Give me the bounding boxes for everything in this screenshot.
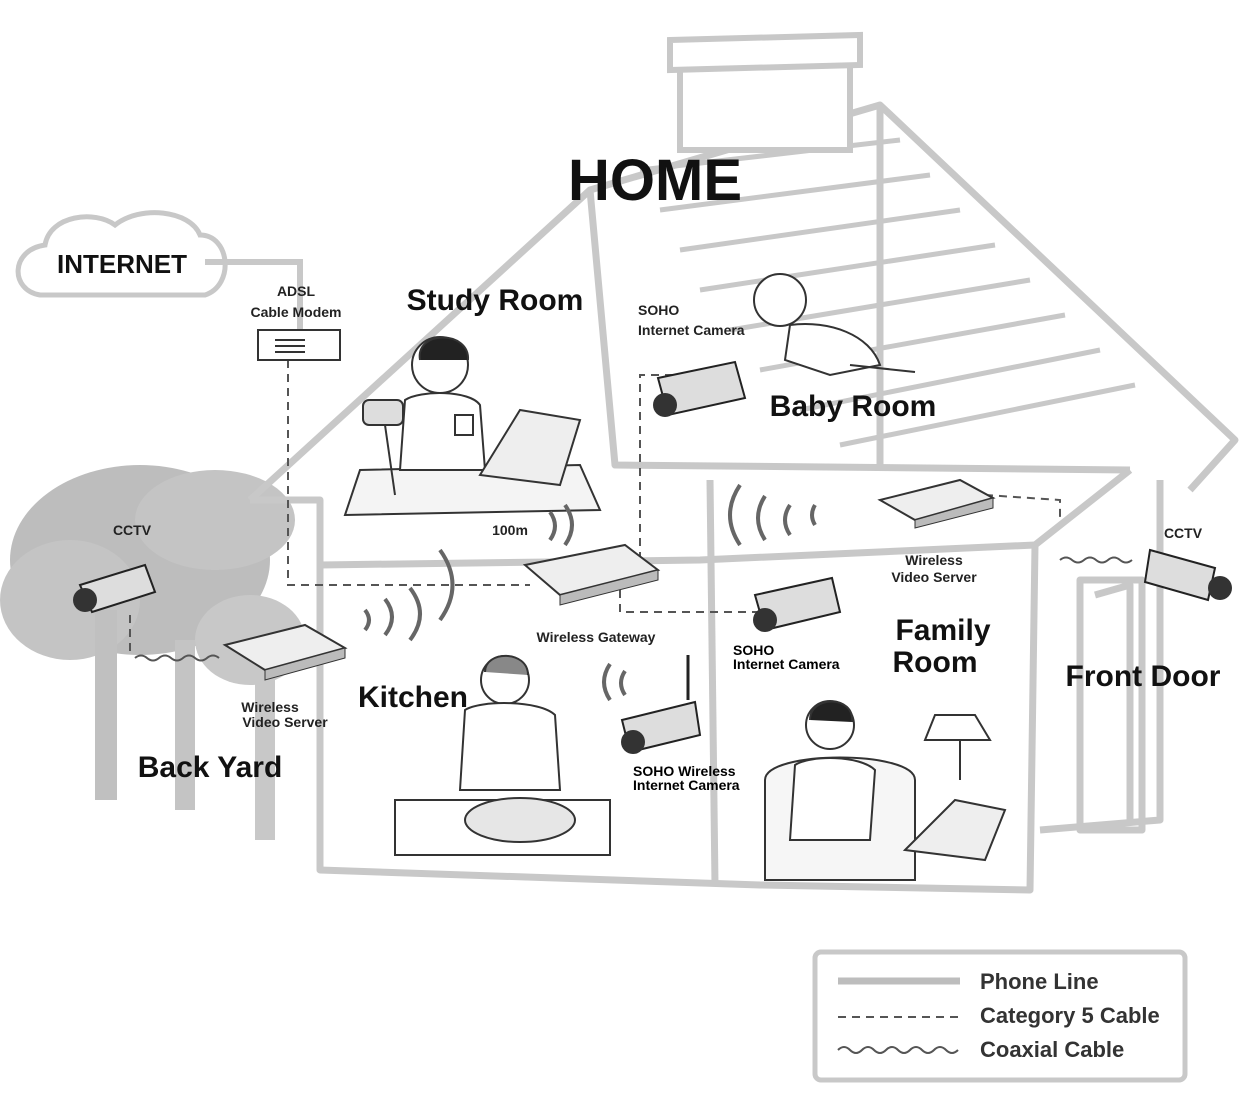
study-room-scene (343, 336, 602, 517)
room-label-family-1: Family (895, 614, 990, 647)
cctv-right-label: CCTV (1164, 525, 1203, 541)
legend: Phone Line Category 5 Cable Coaxial Cabl… (812, 949, 1188, 1083)
soho-wireless-camera (620, 655, 702, 754)
wireless-video-server-right (877, 478, 996, 529)
kitchen-scene (394, 654, 611, 856)
cctv-camera-left (73, 563, 157, 614)
legend-coax-label: Coaxial Cable (980, 1037, 1124, 1062)
baby-figure (753, 273, 916, 377)
cctv-camera-right (1143, 548, 1232, 602)
modem-label-1: ADSL (277, 283, 316, 299)
gateway-label: Wireless Gateway (537, 629, 656, 645)
soho-wireless-label-1: SOHO Wireless (633, 763, 736, 779)
legend-phone-label: Phone Line (980, 969, 1099, 994)
diagram-title: HOME (568, 148, 742, 213)
internet-label: INTERNET (57, 249, 187, 279)
cat5-cables (129, 360, 1061, 655)
coaxial-cables (134, 556, 1133, 662)
room-label-study: Study Room (407, 284, 584, 317)
internet-cloud: INTERNET (15, 210, 228, 298)
cctv-left-label: CCTV (113, 522, 152, 538)
room-label-baby: Baby Room (770, 390, 937, 423)
wvs-left-label-1: Wireless (241, 699, 299, 715)
house-outline (247, 101, 1239, 894)
wireless-video-server-left (222, 623, 348, 681)
soho-wireless-label-2: Internet Camera (633, 777, 740, 793)
room-label-kitchen: Kitchen (358, 681, 468, 714)
soho-baby-label-2: Internet Camera (638, 322, 745, 338)
soho-family-label-2: Internet Camera (733, 656, 840, 672)
wvs-left-label-2: Video Server (242, 714, 328, 730)
speed-label: 100m (492, 522, 528, 538)
soho-camera-baby-room (653, 360, 747, 417)
family-room-scene (764, 700, 1007, 881)
wireless-waves (363, 483, 817, 702)
soho-family-label-1: SOHO (733, 642, 774, 658)
legend-cat5-label: Category 5 Cable (980, 1003, 1160, 1028)
room-label-family-2: Room (893, 646, 978, 679)
wvs-right-label-1: Wireless (905, 552, 963, 568)
chimney (667, 31, 863, 153)
legend-coax-swatch (837, 1046, 959, 1054)
phone-line (205, 259, 303, 330)
soho-baby-label-1: SOHO (638, 302, 679, 318)
wvs-right-label-2: Video Server (891, 569, 977, 585)
modem-label-2: Cable Modem (250, 304, 341, 320)
room-label-back-yard: Back Yard (138, 751, 283, 784)
room-label-front-door: Front Door (1066, 660, 1221, 693)
adsl-modem (257, 329, 341, 361)
wireless-gateway-device (522, 543, 661, 606)
soho-camera-family-room (753, 576, 842, 632)
